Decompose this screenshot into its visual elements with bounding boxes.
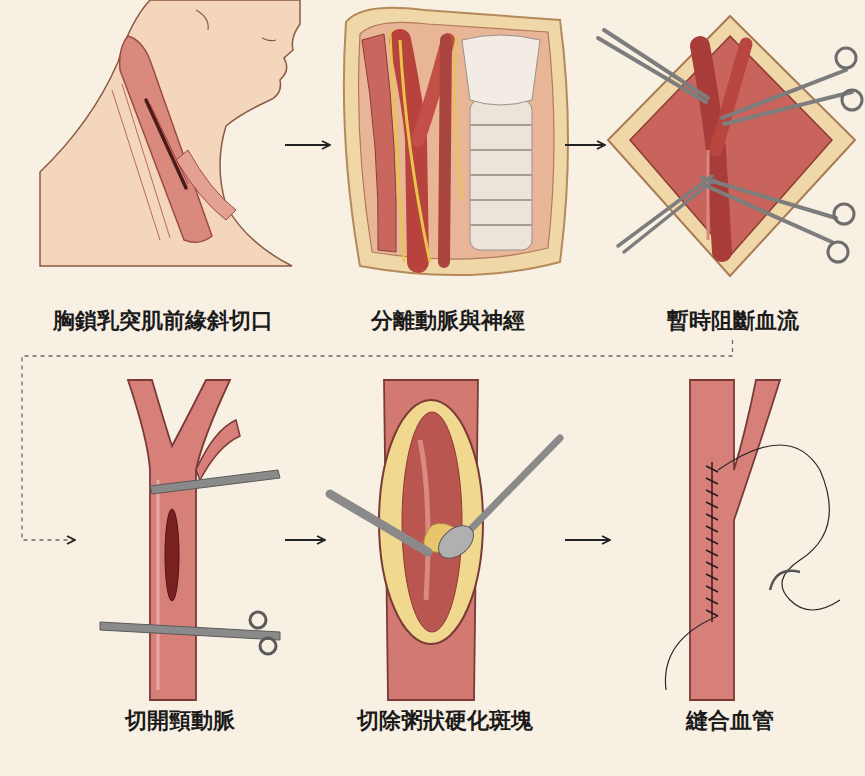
step-caption: 胸鎖乳突肌前緣斜切口 bbox=[49, 307, 277, 336]
step-caption: 分離動脈與神經 bbox=[367, 307, 529, 336]
step-panel: 切除粥狀硬化斑塊 bbox=[325, 380, 565, 740]
illustration-shape bbox=[128, 380, 230, 700]
neck-figure bbox=[40, 0, 300, 266]
illustration-shape bbox=[455, 36, 462, 200]
step-panel: 縫合血管 bbox=[610, 380, 850, 740]
illustration-shape bbox=[842, 90, 862, 110]
illustration-shape bbox=[716, 44, 746, 150]
artery-incision-figure bbox=[100, 380, 280, 700]
illustration-shape bbox=[432, 519, 479, 565]
step-arrow bbox=[22, 340, 733, 540]
step-panel: 分離動脈與神經 bbox=[330, 10, 565, 340]
illustration-shape bbox=[690, 380, 780, 700]
illustration-shape bbox=[330, 494, 428, 552]
illustration-shape bbox=[260, 638, 276, 654]
illustration-shape bbox=[402, 412, 462, 632]
illustration-shape bbox=[470, 100, 532, 250]
illustration-shape bbox=[146, 100, 186, 188]
step-arrow bbox=[285, 539, 325, 541]
illustration-shape bbox=[262, 38, 276, 41]
illustration-shape bbox=[834, 204, 854, 224]
illustration-shape bbox=[40, 0, 300, 266]
step-caption: 暫時阻斷血流 bbox=[663, 307, 803, 336]
illustration-shape bbox=[344, 8, 568, 275]
illustration-shape bbox=[470, 125, 532, 225]
illustration-shape bbox=[420, 440, 428, 600]
illustration-shape bbox=[165, 509, 179, 601]
step-panel: 切開頸動脈 bbox=[75, 380, 285, 740]
illustration-shape bbox=[706, 466, 718, 616]
step-panel: 暫時阻斷血流 bbox=[605, 10, 860, 340]
suture-figure bbox=[665, 380, 840, 700]
illustration-shape bbox=[598, 30, 708, 102]
illustration-shape bbox=[196, 10, 208, 30]
clamping-figure bbox=[598, 16, 862, 276]
illustration-shape bbox=[157, 480, 160, 690]
illustration-shape bbox=[196, 420, 240, 480]
illustration-shape bbox=[400, 40, 430, 262]
illustration-shape bbox=[718, 445, 840, 610]
illustration-shape bbox=[150, 470, 280, 494]
illustration-shape bbox=[444, 40, 446, 262]
illustration-shape bbox=[120, 36, 212, 242]
step-arrow bbox=[565, 144, 605, 146]
illustration-shape bbox=[359, 22, 555, 259]
illustration-shape bbox=[112, 84, 170, 240]
illustration-shape bbox=[379, 400, 483, 644]
step-caption: 切開頸動脈 bbox=[121, 707, 239, 736]
plaque-removal-figure bbox=[330, 380, 560, 700]
step-caption: 切除粥狀硬化斑塊 bbox=[353, 707, 537, 736]
illustration-shape bbox=[390, 30, 404, 262]
dissection-figure bbox=[344, 8, 568, 275]
illustration-shape bbox=[707, 150, 710, 240]
illustration-shape bbox=[462, 35, 540, 105]
illustration-shape bbox=[470, 438, 560, 530]
step-panel: 胸鎖乳突肌前緣斜切口 bbox=[40, 10, 285, 340]
step-caption: 縫合血管 bbox=[682, 707, 778, 736]
step-arrow bbox=[285, 144, 330, 146]
illustration-shape bbox=[618, 176, 714, 252]
illustration-shape bbox=[150, 104, 188, 184]
illustration-shape bbox=[722, 70, 852, 124]
illustration-shape bbox=[250, 612, 266, 628]
illustration-shape bbox=[770, 571, 800, 590]
illustration-shape bbox=[665, 616, 718, 690]
illustration-shape bbox=[702, 178, 836, 242]
illustration-shape bbox=[836, 48, 856, 68]
illustration-shape bbox=[828, 242, 848, 262]
step-arrow bbox=[565, 539, 610, 541]
